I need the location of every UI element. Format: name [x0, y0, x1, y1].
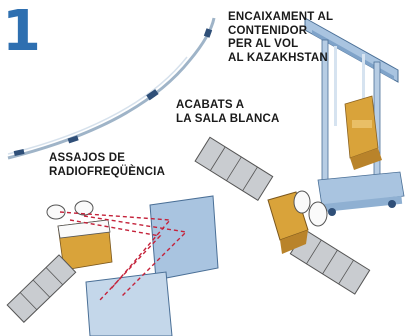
rig-base-cart	[317, 171, 405, 207]
satellite-cleanroom	[194, 136, 371, 295]
rf-solar-panel	[6, 254, 77, 323]
rf-satellite	[46, 200, 113, 271]
orbit-satellite-marker-2	[67, 135, 79, 144]
shipping-container-rig	[304, 17, 405, 216]
antenna-dish-2	[308, 201, 328, 227]
caption-cleanroom: ACABATS A LA SALA BLANCA	[176, 99, 280, 125]
reflector-panel	[149, 195, 219, 281]
rf-signal-paths	[59, 211, 188, 301]
caption-container-packing: ENCAIXAMENT AL CONTENIDOR PER AL VOL AL …	[228, 11, 334, 64]
orbit-satellite-marker-1	[13, 149, 25, 156]
rf-test-setup	[6, 195, 219, 336]
floor-panel	[85, 271, 173, 336]
solar-panel-left	[194, 136, 274, 202]
orbit-satellite-marker-3	[146, 89, 159, 101]
antenna-dish-1	[293, 190, 311, 214]
step-number: 1	[2, 0, 41, 64]
caption-radio-tests: ASSAJOS DE RADIOFREQÜÈNCIA	[49, 152, 166, 178]
cart-wheel-1	[328, 208, 336, 216]
orbit-satellite-marker-4	[203, 28, 213, 38]
solar-panel-right	[289, 229, 371, 295]
orbit-arc-inner	[7, 56, 188, 155]
cart-wheel-2	[388, 200, 396, 208]
